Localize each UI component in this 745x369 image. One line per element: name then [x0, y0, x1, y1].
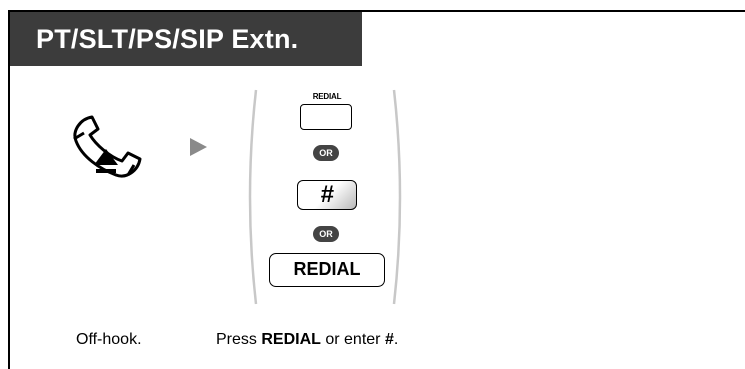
off-hook-handset-icon — [73, 115, 142, 178]
frame-left-border — [8, 10, 10, 369]
caption-text: or enter — [320, 331, 385, 348]
redial-button-label: REDIAL — [312, 92, 342, 101]
or-badge-1: OR — [313, 145, 339, 161]
hash-key: # — [297, 180, 357, 210]
caption-text: Press — [216, 331, 262, 348]
or-badge-2: OR — [313, 226, 339, 242]
redial-fixed-button — [300, 104, 352, 130]
caption-text: . — [393, 331, 399, 348]
caption-bold-redial: REDIAL — [261, 331, 321, 348]
frame-top-border — [8, 10, 745, 12]
step-arrow-icon — [190, 138, 207, 156]
redial-key: REDIAL — [269, 253, 385, 287]
right-paren — [392, 89, 402, 305]
caption-bold-hash: # — [384, 331, 394, 348]
left-paren — [248, 89, 258, 305]
caption-press-redial: Press REDIAL or enter #. — [216, 331, 398, 349]
section-header: PT/SLT/PS/SIP Extn. — [10, 12, 362, 66]
caption-off-hook: Off-hook. — [76, 331, 142, 348]
